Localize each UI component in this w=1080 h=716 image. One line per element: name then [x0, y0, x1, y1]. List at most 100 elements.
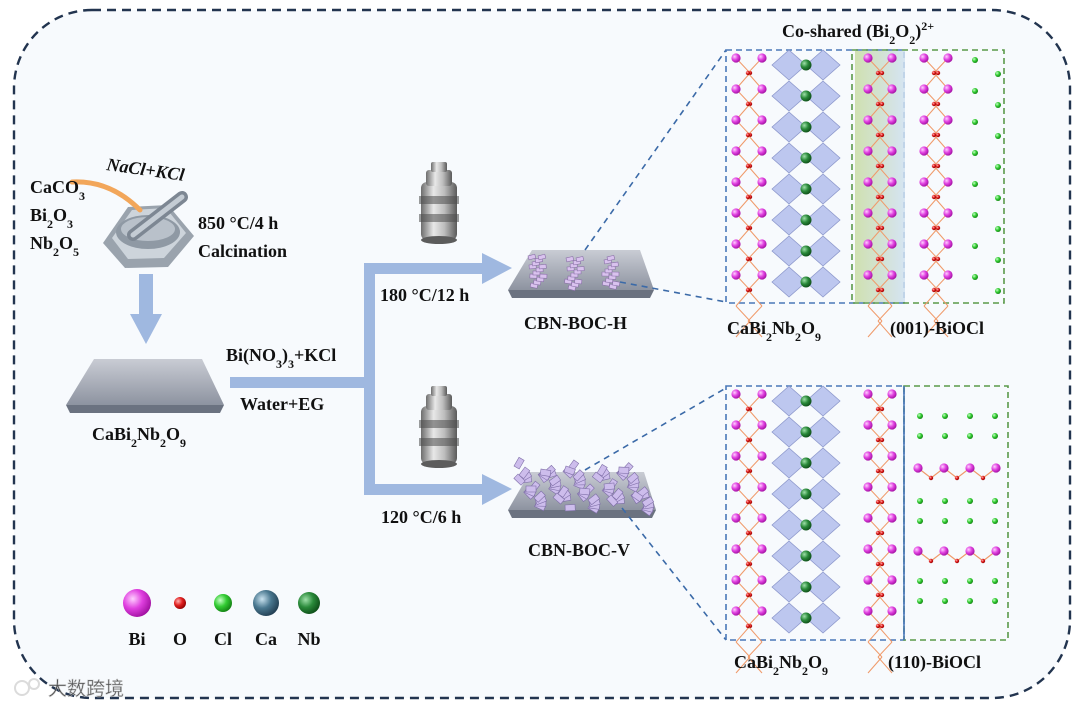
cl-atom	[995, 102, 1001, 108]
o-atom	[745, 194, 751, 200]
cl-atom	[967, 578, 973, 584]
cl-atom	[917, 413, 923, 419]
legend-ca-label: Ca	[255, 629, 277, 649]
legend-o-label: O	[173, 629, 187, 649]
bi-atom	[731, 420, 741, 430]
o-atom	[875, 70, 881, 76]
o-atom	[931, 163, 937, 169]
bi-atom	[919, 84, 929, 94]
bi-atom	[887, 208, 897, 218]
cl-atom	[995, 195, 1001, 201]
bi-atom	[757, 208, 767, 218]
bi-atom	[887, 482, 897, 492]
nb-atom	[800, 488, 812, 500]
bi-atom	[731, 482, 741, 492]
autoclave-icon	[419, 162, 459, 244]
route-h-condition: 180 °C/12 h	[380, 285, 469, 305]
o-atom	[745, 225, 751, 231]
o-atom	[931, 132, 937, 138]
o-atom	[879, 287, 885, 293]
bi-atom	[863, 606, 873, 616]
o-atom	[928, 475, 934, 481]
cl-atom	[942, 433, 948, 439]
cl-atom	[972, 150, 978, 156]
bi-atom	[731, 575, 741, 585]
product-h-label: CBN-BOC-H	[524, 313, 627, 333]
o-atom	[931, 70, 937, 76]
bi-atom	[887, 389, 897, 399]
bi-atom	[731, 146, 741, 156]
o-atom	[935, 163, 941, 169]
structure-h-right-label: (001)-BiOCl	[890, 318, 984, 339]
bi-atom	[731, 177, 741, 187]
bi-atom	[731, 270, 741, 280]
legend-ca-atom	[253, 590, 279, 616]
bi-atom	[887, 575, 897, 585]
cl-atom	[917, 598, 923, 604]
bi-atom	[863, 53, 873, 63]
bi-atom	[919, 177, 929, 187]
o-atom	[879, 592, 885, 598]
o-atom	[879, 194, 885, 200]
cl-atom	[995, 226, 1001, 232]
nb-atom	[800, 59, 812, 71]
bi-atom	[887, 420, 897, 430]
cl-atom	[992, 578, 998, 584]
o-atom	[875, 468, 881, 474]
calcination-temp: 850 °C/4 h	[198, 213, 278, 233]
o-atom	[879, 163, 885, 169]
cl-atom	[995, 257, 1001, 263]
o-atom	[935, 256, 941, 262]
bi-atom	[991, 546, 1001, 556]
bi-atom	[887, 544, 897, 554]
o-atom	[875, 225, 881, 231]
o-atom	[879, 406, 885, 412]
structure-v-right-label: (110)-BiOCl	[888, 652, 981, 673]
legend-cl-label: Cl	[214, 629, 232, 649]
bi-atom	[919, 270, 929, 280]
bi-atom	[731, 53, 741, 63]
nb-atom	[800, 612, 812, 624]
o-atom	[931, 256, 937, 262]
bi-atom	[757, 544, 767, 554]
nb-atom	[800, 245, 812, 257]
bi-atom	[757, 482, 767, 492]
legend-cl-atom	[214, 594, 232, 612]
product-v-plate	[508, 456, 656, 518]
o-atom	[745, 70, 751, 76]
bi-atom	[913, 546, 923, 556]
cl-atom	[992, 518, 998, 524]
bi-atom	[757, 270, 767, 280]
nb-atom	[800, 457, 812, 469]
bi-atom	[919, 115, 929, 125]
split-arrows	[230, 253, 512, 505]
cl-atom	[992, 498, 998, 504]
o-atom	[954, 558, 960, 564]
o-atom	[879, 256, 885, 262]
bi-atom	[731, 544, 741, 554]
o-atom	[875, 287, 881, 293]
bi-atom	[943, 53, 953, 63]
o-atom	[745, 592, 751, 598]
bi-atom	[943, 208, 953, 218]
bi-atom	[731, 208, 741, 218]
cl-atom	[972, 119, 978, 125]
legend-nb-atom	[298, 592, 320, 614]
o-atom	[928, 558, 934, 564]
o-atom	[931, 287, 937, 293]
o-atom	[875, 623, 881, 629]
bi-atom	[757, 451, 767, 461]
down-arrow	[130, 274, 162, 344]
bi-atom	[863, 482, 873, 492]
o-atom	[875, 561, 881, 567]
nb-atom	[800, 395, 812, 407]
o-atom	[875, 101, 881, 107]
o-atom	[954, 475, 960, 481]
bi-atom	[863, 146, 873, 156]
bi-atom	[887, 84, 897, 94]
legend-o-atom	[174, 597, 186, 609]
cl-atom	[917, 433, 923, 439]
bi-atom	[887, 53, 897, 63]
cl-atom	[967, 433, 973, 439]
